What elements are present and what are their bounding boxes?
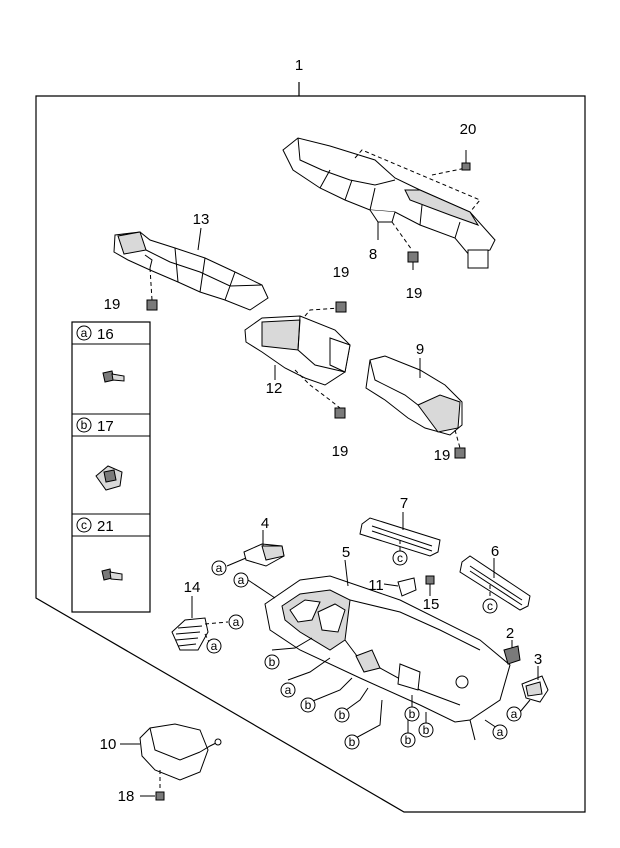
callout-3: 3	[534, 651, 542, 668]
screw-19-mid-bottom	[334, 407, 346, 419]
legend-part-21: 21	[97, 518, 114, 535]
callout-19-mid-top: 19	[333, 264, 350, 281]
marker-b-2: b	[300, 697, 316, 713]
legend-part-16: 16	[97, 326, 114, 343]
legend-letter-a: a	[81, 326, 88, 340]
screw-19-mid-top	[335, 301, 347, 313]
svg-text:b: b	[305, 698, 312, 712]
screw-20	[461, 150, 471, 171]
screw-19-right-low	[454, 447, 466, 459]
callout-13: 13	[193, 211, 210, 228]
marker-a-14-right: a	[228, 614, 244, 630]
callout-20: 20	[460, 121, 477, 138]
callout-9: 9	[416, 341, 424, 358]
screw-19-right	[407, 251, 419, 270]
svg-text:b: b	[269, 655, 276, 669]
leader-5	[344, 559, 349, 587]
callout-5: 5	[342, 544, 350, 561]
callout-10: 10	[100, 736, 117, 753]
leader-11	[383, 583, 399, 587]
part-3-bracket	[521, 675, 549, 703]
marker-b-1: b	[264, 654, 280, 670]
dash-19-mid-top	[304, 307, 341, 317]
marker-b-7: b	[400, 732, 416, 748]
part-14-vent-grille	[171, 617, 209, 651]
dash-19-right	[391, 221, 413, 251]
part-18-screw	[155, 791, 165, 801]
callout-7: 7	[400, 495, 408, 512]
svg-text:a: a	[285, 683, 292, 697]
part-6-vent-trim	[459, 555, 531, 611]
marker-b-4: b	[344, 734, 360, 750]
svg-text:b: b	[339, 708, 346, 722]
svg-text:c: c	[487, 599, 493, 613]
callout-18: 18	[118, 788, 135, 805]
callout-12: 12	[266, 380, 283, 397]
callout-6: 6	[491, 543, 499, 560]
callout-19-mid-bottom: 19	[332, 443, 349, 460]
callout-8: 8	[369, 246, 377, 263]
svg-text:a: a	[216, 561, 223, 575]
marker-a-14-bottom: a	[206, 638, 222, 654]
marker-b-5: b	[404, 706, 420, 722]
part-12-center-duct	[244, 315, 351, 386]
part-9-right-duct	[365, 355, 463, 436]
fastener-legend: a 16 b 17 c 21	[71, 321, 151, 613]
leader-13	[197, 227, 202, 251]
marker-c-6: c	[482, 598, 498, 614]
callout-19-right-low: 19	[434, 447, 451, 464]
callout-1: 1	[295, 57, 303, 74]
marker-b-3: b	[334, 707, 350, 723]
svg-text:a: a	[238, 573, 245, 587]
part-5-instrument-panel	[264, 575, 511, 741]
assembly-frame	[35, 82, 586, 813]
svg-text:b: b	[409, 707, 416, 721]
callout-14: 14	[184, 579, 201, 596]
svg-text:a: a	[211, 639, 218, 653]
svg-text:a: a	[233, 615, 240, 629]
legend-letter-c: c	[81, 518, 87, 532]
marker-a-4: a	[211, 560, 227, 576]
marker-a-5: a	[233, 572, 249, 588]
dash-19-mid-bottom	[294, 369, 341, 409]
dash-19-left	[149, 267, 153, 301]
svg-text:a: a	[511, 707, 518, 721]
callout-19-left: 19	[104, 296, 121, 313]
part-2-knob	[503, 645, 521, 665]
part-13-left-duct	[113, 231, 269, 311]
marker-a-3: a	[506, 706, 522, 722]
part-10-module	[139, 723, 222, 781]
part-11-bracket	[397, 577, 417, 597]
part-15-screw	[425, 575, 435, 585]
svg-text:b: b	[405, 733, 412, 747]
marker-b-6: b	[418, 722, 434, 738]
svg-text:c: c	[397, 551, 403, 565]
callout-2: 2	[506, 625, 514, 642]
svg-text:b: b	[423, 723, 430, 737]
dash-19-right-low	[454, 429, 461, 449]
marker-c-7: c	[392, 550, 408, 566]
callout-11: 11	[368, 577, 384, 594]
legend-part-17: 17	[97, 418, 114, 435]
part-8-defroster-duct	[282, 137, 496, 269]
leader-3-a	[519, 699, 531, 713]
svg-text:a: a	[497, 725, 504, 739]
callout-19-right: 19	[406, 285, 423, 302]
screw-21-icon	[101, 568, 123, 581]
callout-15: 15	[423, 596, 440, 613]
leader-5-a	[247, 579, 276, 599]
svg-text:b: b	[349, 735, 356, 749]
marker-a-7: a	[492, 724, 508, 740]
callout-4: 4	[261, 515, 269, 532]
dash-20	[354, 149, 481, 213]
legend-letter-b: b	[81, 418, 88, 432]
clip-17-icon	[95, 465, 123, 491]
part-7-vent-trim	[359, 517, 441, 557]
marker-a-6: a	[280, 682, 296, 698]
leader-4-a	[226, 557, 247, 567]
part-4-side-vent	[243, 543, 285, 567]
screw-16-icon	[102, 370, 125, 383]
screw-19-left	[146, 299, 158, 311]
